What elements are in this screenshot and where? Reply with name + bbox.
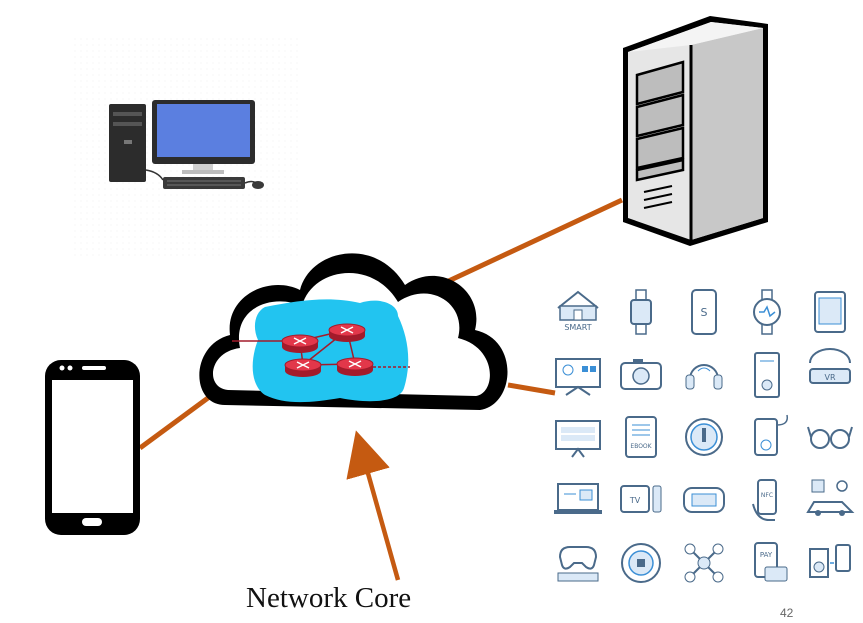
link-iot <box>507 382 556 396</box>
smartphone-device-icon <box>45 360 140 535</box>
mobile-pay-icon: PAY <box>754 542 788 582</box>
smart-display-icon <box>555 358 601 396</box>
tablet-icon <box>814 291 846 333</box>
game-console-icon <box>557 546 599 582</box>
router-icon <box>336 357 374 376</box>
drone-icon <box>684 543 724 583</box>
vr-headset-icon: VR <box>809 348 851 384</box>
svg-text:S: S <box>701 306 708 319</box>
smart-glasses-icon <box>807 426 853 449</box>
link-phone <box>138 392 214 451</box>
svg-text:TV: TV <box>629 496 641 505</box>
connected-car-icon <box>806 479 855 516</box>
network-core-caption: Network Core <box>246 582 412 614</box>
heart-rate-watch-icon <box>753 289 781 335</box>
game-controller-pad-icon <box>683 487 725 513</box>
router-icon <box>328 323 366 342</box>
nfc-phone-icon: NFC <box>752 479 777 521</box>
server-icon <box>623 16 768 246</box>
headset-icon <box>685 364 723 390</box>
iot-devices-grid: SMART S VR EBOOK TV NFC PAY <box>554 289 855 583</box>
router-icon <box>284 358 322 377</box>
link-server <box>438 197 624 288</box>
smartwatch-icon <box>630 289 652 335</box>
router-icon <box>281 334 319 353</box>
svg-text:VR: VR <box>824 373 835 382</box>
thermostat-icon <box>685 418 723 456</box>
svg-text:EBOOK: EBOOK <box>630 443 652 450</box>
svg-text:PAY: PAY <box>760 551 773 559</box>
svg-text:SMART: SMART <box>564 323 591 332</box>
network-core-arrow <box>346 430 401 581</box>
tv-remote-icon: TV <box>620 485 662 513</box>
network-core-area <box>252 299 409 403</box>
network-core-cloud <box>199 253 508 410</box>
svg-text:NFC: NFC <box>761 492 773 499</box>
smart-speaker-icon <box>754 352 780 398</box>
laptop-icon <box>554 483 602 514</box>
camera-icon <box>620 359 662 390</box>
smartphone-icon: S <box>691 289 717 335</box>
desktop-computer-icon <box>72 35 302 260</box>
ebook-reader-icon: EBOOK <box>625 416 657 458</box>
smart-tv-icon <box>555 420 601 458</box>
page-number: 42 <box>780 606 794 620</box>
music-player-icon <box>754 414 789 456</box>
robot-vacuum-icon <box>621 543 661 583</box>
smart-home-icon: SMART <box>557 290 599 332</box>
speaker-phone-icon <box>809 544 851 578</box>
